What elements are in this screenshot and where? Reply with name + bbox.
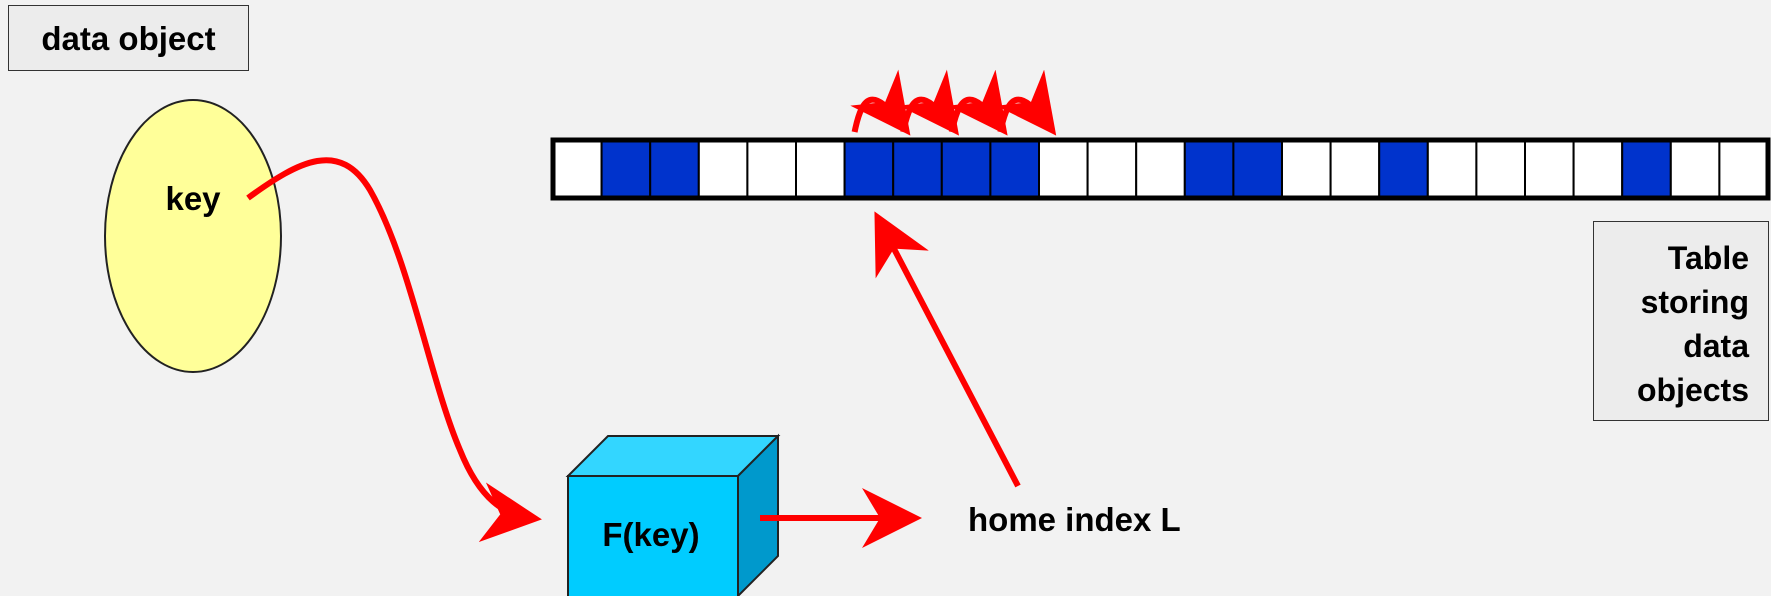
- table-cell-empty: [1038, 139, 1089, 199]
- function-label: F(key): [602, 516, 699, 553]
- probe-hop-arrow: [850, 69, 911, 136]
- table-cell-empty: [1281, 139, 1332, 199]
- table-cell-empty: [1572, 139, 1624, 199]
- table-cell-empty: [1669, 139, 1721, 199]
- table-cell-empty: [697, 139, 749, 199]
- probe-hops: [850, 69, 1057, 136]
- hash-table: [550, 137, 1771, 201]
- table-caption-line: Table: [1667, 240, 1749, 276]
- index-to-slot-arrow: [874, 211, 1021, 488]
- table-cell-occupied: [940, 139, 992, 199]
- table-cell-empty: [1718, 139, 1770, 199]
- probe-hop-arrow: [898, 69, 960, 136]
- table-cell-occupied: [1378, 139, 1429, 199]
- table-cell-empty: [1475, 139, 1527, 199]
- table-cell-empty: [552, 139, 603, 199]
- table-outline: [550, 137, 1771, 201]
- hash-function-cube: F(key): [565, 433, 781, 596]
- table-cell-empty: [746, 139, 798, 199]
- table-cell-occupied: [1621, 139, 1672, 199]
- table-caption-line: objects: [1636, 372, 1749, 408]
- table-cell-empty: [1426, 139, 1478, 199]
- table-caption: Table storing data objects: [1593, 221, 1769, 421]
- table-cell-occupied: [600, 139, 652, 199]
- table-caption-line: storing: [1640, 284, 1749, 320]
- key-ellipse: [104, 99, 282, 373]
- table-cell-occupied: [843, 139, 895, 199]
- table-cell-occupied: [649, 139, 700, 199]
- table-cell-empty: [1086, 139, 1138, 199]
- probe-hop-arrow: [996, 69, 1057, 136]
- table-caption-line: data: [1683, 328, 1749, 364]
- key-label: key: [165, 180, 221, 217]
- table-cell-occupied: [1232, 139, 1284, 199]
- table-cell-occupied: [1183, 139, 1235, 199]
- table-cell-empty: [795, 139, 846, 199]
- table-cell-empty: [1524, 139, 1575, 199]
- table-cell-empty: [1135, 139, 1186, 199]
- data-object-label: data object: [8, 5, 249, 71]
- key-to-function-arrow: [246, 157, 542, 543]
- cube-front-face: [567, 475, 739, 596]
- probe-hop-arrow: [947, 69, 1008, 136]
- home-index-label: home index L: [968, 501, 1181, 538]
- table-cell-empty: [1329, 139, 1381, 199]
- table-cell-occupied: [892, 139, 943, 199]
- table-cell-occupied: [989, 139, 1041, 199]
